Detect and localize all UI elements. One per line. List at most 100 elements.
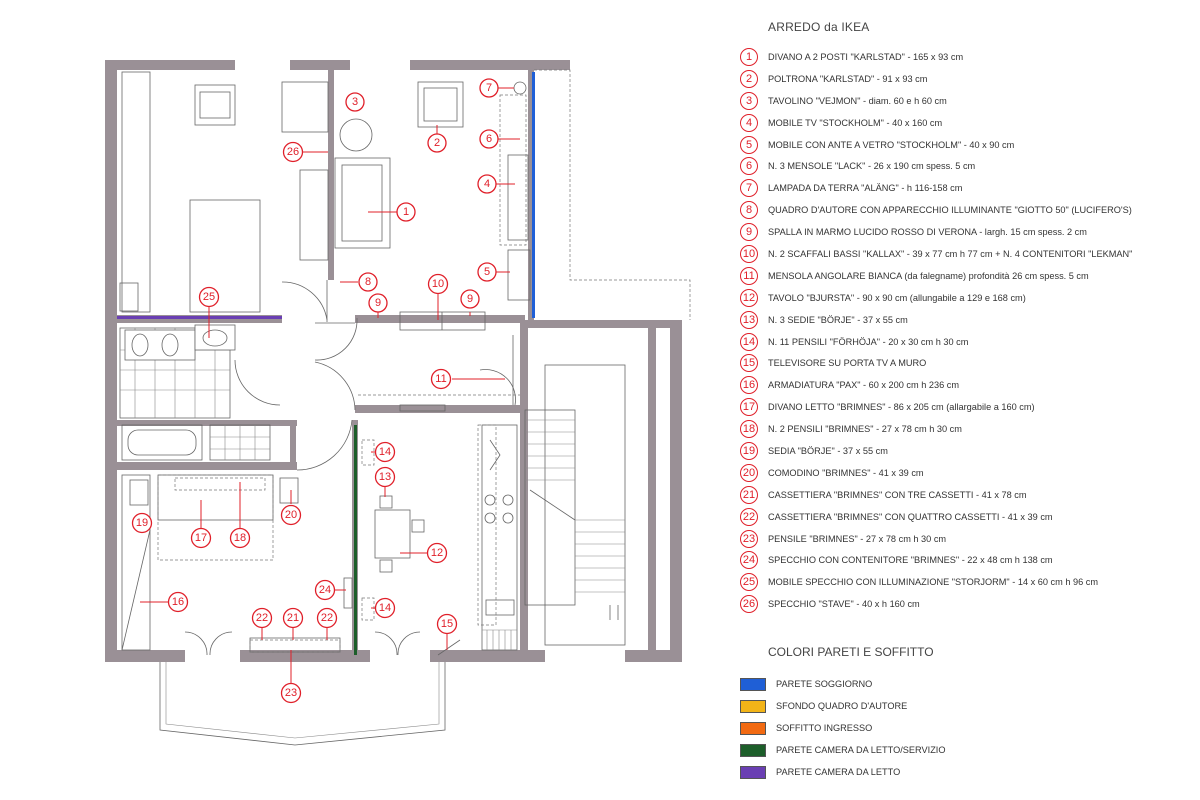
- legend-number: 6: [740, 157, 758, 176]
- balcony: [159, 662, 446, 746]
- svg-text:9: 9: [375, 297, 381, 309]
- legend-number: 8: [740, 201, 758, 220]
- svg-text:23: 23: [285, 687, 297, 699]
- legend-number: 18: [740, 420, 758, 439]
- legend-text: MOBILE SPECCHIO CON ILLUMINAZIONE "STORJ…: [768, 577, 1099, 588]
- legend-number: 17: [740, 398, 758, 417]
- svg-text:7: 7: [486, 82, 492, 94]
- svg-text:3: 3: [352, 96, 358, 108]
- legend-item: 22 CASSETTIERA "BRIMNES" CON QUATTRO CASS…: [740, 506, 1190, 528]
- color-item: SFONDO QUADRO D'AUTORE: [740, 695, 1190, 717]
- color-item: PARETE SOGGIORNO: [740, 673, 1190, 695]
- legend-item: 2 POLTRONA "KARLSTAD" - 91 x 93 cm: [740, 68, 1190, 90]
- callout-3: 3: [345, 92, 365, 112]
- callout-19: 19: [131, 512, 153, 534]
- furniture-list: 1 DIVANO A 2 POSTI "KARLSTAD" - 165 x 93 …: [740, 46, 1190, 615]
- callout-21: 21: [282, 607, 304, 629]
- legend-text: LAMPADA DA TERRA "ALÄNG" - h 116-158 cm: [768, 183, 963, 194]
- colors-title: COLORI PARETI E SOFFITTO: [768, 645, 934, 660]
- callout-14b: 14: [374, 597, 396, 619]
- color-label: PARETE CAMERA DA LETTO: [776, 767, 901, 778]
- callout-22b: 22: [316, 607, 338, 629]
- callout-23: 23: [280, 682, 302, 704]
- living-furniture: [314, 81, 531, 361]
- legend-number: 2: [740, 69, 758, 88]
- svg-text:26: 26: [287, 146, 299, 158]
- walls: [105, 60, 682, 662]
- staircase: [524, 364, 626, 646]
- callout-12: 12: [426, 542, 448, 564]
- callout-22a: 22: [251, 607, 273, 629]
- legend-text: DIVANO A 2 POSTI "KARLSTAD" - 165 x 93 c…: [768, 51, 964, 62]
- callout-2: 2: [427, 133, 447, 153]
- legend-text: POLTRONA "KARLSTAD" - 91 x 93 cm: [768, 73, 928, 84]
- legend-number: 23: [740, 529, 758, 548]
- legend-number: 20: [740, 463, 758, 482]
- legend-text: COMODINO "BRIMNES" - 41 x 39 cm: [768, 467, 924, 478]
- callout-10: 10: [427, 273, 449, 295]
- callout-26: 26: [282, 141, 304, 163]
- legend-number: 1: [740, 47, 758, 66]
- legend-item: 20 COMODINO "BRIMNES" - 41 x 39 cm: [740, 462, 1190, 484]
- svg-text:17: 17: [195, 532, 207, 544]
- svg-text:22: 22: [321, 612, 333, 624]
- color-label: SFONDO QUADRO D'AUTORE: [776, 701, 908, 712]
- callout-24: 24: [314, 579, 336, 601]
- legend-text: SEDIA "BÖRJE" - 37 x 55 cm: [768, 445, 888, 456]
- svg-text:16: 16: [172, 596, 184, 608]
- legend-text: N. 2 SCAFFALI BASSI "KALLAX" - 39 x 77 c…: [768, 248, 1133, 259]
- legend-text: ARMADIATURA "PAX" - 60 x 200 cm h 236 cm: [768, 380, 960, 391]
- callout-6: 6: [479, 129, 499, 149]
- svg-text:20: 20: [285, 509, 297, 521]
- legend-number: 10: [740, 244, 758, 263]
- legend-item: 10 N. 2 SCAFFALI BASSI "KALLAX" - 39 x 77…: [740, 243, 1190, 265]
- floor-plan: 1 2 3 4 5 6 7 8 9 9 10 11 12 13 14 14 15…: [105, 60, 691, 746]
- lower-bedroom-furniture: [121, 419, 353, 656]
- svg-text:24: 24: [319, 584, 331, 596]
- svg-text:18: 18: [234, 532, 246, 544]
- color-item: PARETE CAMERA DA LETTO: [740, 761, 1190, 783]
- legend-number: 11: [740, 266, 758, 285]
- svg-text:4: 4: [484, 178, 490, 190]
- callout-4: 4: [477, 174, 497, 194]
- roof-outline: [534, 69, 691, 320]
- callout-15: 15: [436, 613, 458, 635]
- legend-text: N. 3 SEDIE "BÖRJE" - 37 x 55 cm: [768, 314, 908, 325]
- color-label: PARETE CAMERA DA LETTO/SERVIZIO: [776, 745, 946, 756]
- callout-18: 18: [229, 527, 251, 549]
- legend-text: CASSETTIERA "BRIMNES" CON TRE CASSETTI -…: [768, 489, 1027, 500]
- legend-text: SPALLA IN MARMO LUCIDO ROSSO DI VERONA -…: [768, 227, 1087, 238]
- callout-20: 20: [280, 504, 302, 526]
- svg-text:8: 8: [365, 276, 371, 288]
- callout-1: 1: [396, 202, 416, 222]
- callout-7: 7: [479, 78, 499, 98]
- callout-16: 16: [167, 591, 189, 613]
- legend-item: 9 SPALLA IN MARMO LUCIDO ROSSO DI VERONA …: [740, 221, 1190, 243]
- legend-item: 1 DIVANO A 2 POSTI "KARLSTAD" - 165 x 93 …: [740, 46, 1190, 68]
- legend-text: CASSETTIERA "BRIMNES" CON QUATTRO CASSET…: [768, 511, 1053, 522]
- legend-number: 15: [740, 354, 758, 373]
- legend-text: TAVOLINO "VEJMON" - diam. 60 e h 60 cm: [768, 95, 947, 106]
- legend-number: 9: [740, 223, 758, 242]
- callout-9a: 9: [368, 293, 388, 313]
- color-swatch: [740, 677, 766, 691]
- svg-text:25: 25: [203, 291, 215, 303]
- legend-text: SPECCHIO CON CONTENITORE "BRIMNES" - 22 …: [768, 555, 1053, 566]
- legend-number: 22: [740, 507, 758, 526]
- legend-text: N. 2 PENSILI "BRIMNES" - 27 x 78 cm h 30…: [768, 424, 962, 435]
